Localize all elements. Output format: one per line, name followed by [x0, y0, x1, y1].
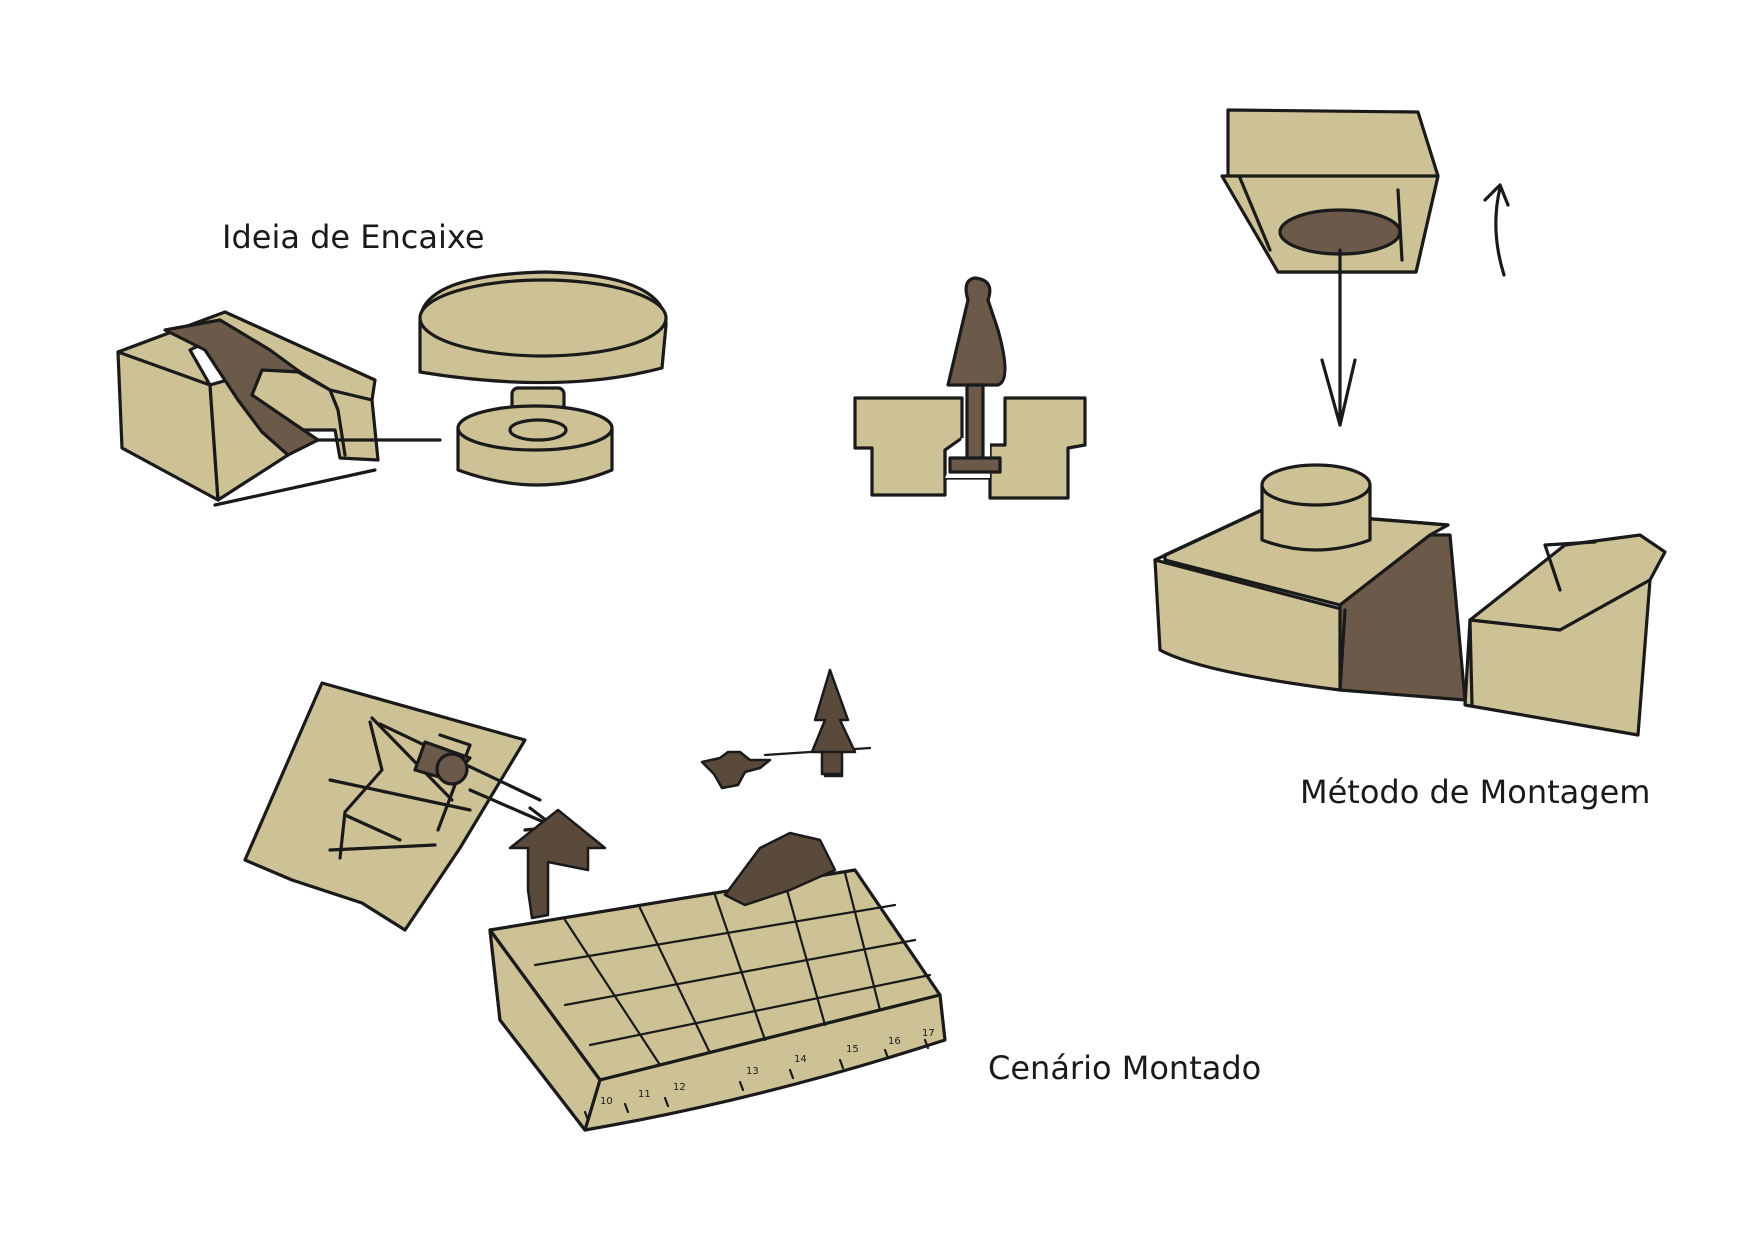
ruler-label: 16: [888, 1036, 901, 1047]
label-metodo-de-montagem: Método de Montagem: [1300, 773, 1651, 811]
tilted-grid-tile: [243, 681, 557, 932]
game-board: [488, 808, 947, 1132]
small-pieces: [700, 668, 872, 790]
ruler-label: 12: [673, 1082, 686, 1093]
assembly-arrows: [1320, 183, 1510, 427]
slotted-block: [116, 310, 442, 507]
label-cenario-montado: Cenário Montado: [988, 1049, 1262, 1087]
ruler-label: 10: [600, 1096, 613, 1107]
assembly-base: [1153, 463, 1667, 737]
mushroom-peg: [418, 270, 668, 487]
ruler-label: 14: [794, 1054, 807, 1065]
board-ruler-labels: 10 11 12 13 14 15 16 17: [600, 1028, 935, 1107]
ruler-label: 11: [638, 1089, 651, 1100]
ruler-label: 13: [746, 1066, 759, 1077]
ruler-label: 15: [846, 1044, 859, 1055]
ruler-label: 17: [922, 1028, 935, 1039]
top-cube: [1220, 108, 1440, 274]
label-ideia-de-encaixe: Ideia de Encaixe: [222, 218, 485, 256]
figure-slot-diagram: [853, 276, 1087, 500]
